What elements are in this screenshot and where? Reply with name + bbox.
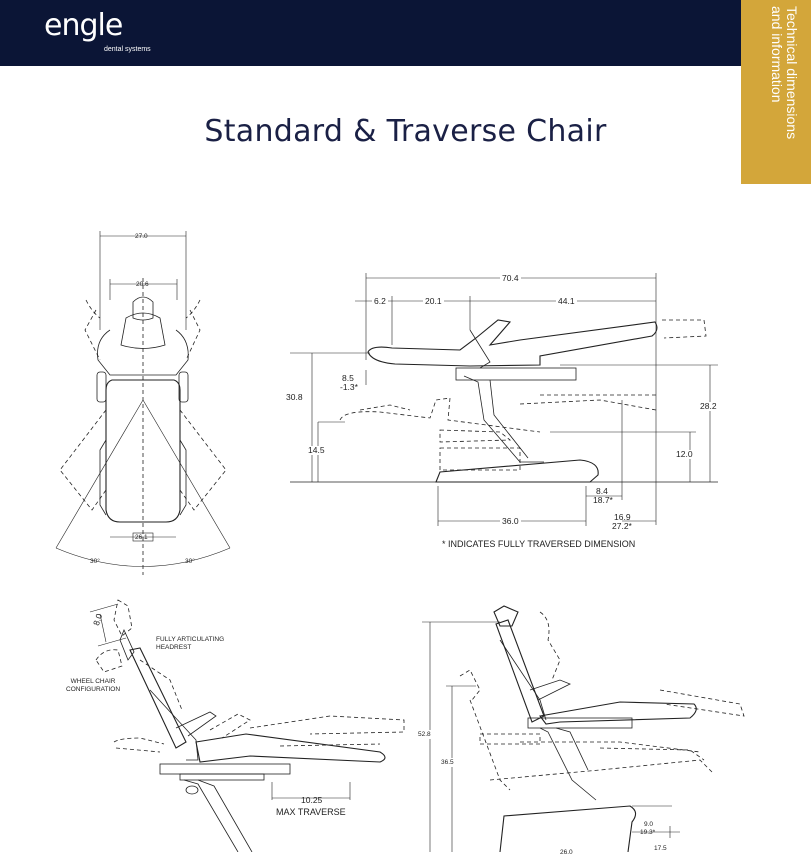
side-dim-14-5: 14.5 — [308, 445, 325, 455]
logo-subtext: dental systems — [104, 46, 151, 53]
height-dim-17-5: 17.5 — [654, 845, 667, 852]
side-dim-12-0: 12.0 — [676, 449, 693, 459]
height-dim-36-5: 36.5 — [441, 758, 454, 767]
side-dim-base-length: 36.0 — [500, 516, 521, 526]
side-dim-30-8: 30.8 — [286, 392, 303, 402]
top-view-angle-right: 30° — [185, 558, 195, 565]
top-view-dim-base: 26.1 — [135, 534, 148, 541]
traverse-dim: 10.25 — [301, 795, 323, 805]
height-dim-52-8: 52.8 — [418, 730, 431, 739]
engle-logo: engle dental systems — [44, 8, 174, 58]
side-dim-8-5: 8.5 — [342, 373, 354, 383]
side-dim-overall-length: 70.4 — [500, 273, 521, 283]
top-view-dim-width: 27.0 — [135, 233, 148, 240]
height-view-drawing — [422, 605, 745, 852]
side-dim-seat: 44.1 — [556, 296, 577, 306]
side-view-drawing — [290, 273, 718, 526]
side-dim-18-7-traversed: 18.7* — [593, 495, 613, 505]
top-view-drawing — [55, 231, 231, 575]
header-bar: engle dental systems — [0, 0, 811, 66]
traverse-footnote: * INDICATES FULLY TRAVERSED DIMENSION — [442, 539, 636, 549]
top-view-dim-back-width: 20.6 — [136, 281, 149, 288]
side-dim-back: 20.1 — [423, 296, 444, 306]
side-dim-8-5-traversed: -1.3* — [340, 382, 358, 392]
headrest-label: FULLY ARTICULATING HEADREST — [156, 636, 225, 651]
page-title: Standard & Traverse Chair — [204, 114, 607, 149]
side-dim-27-2-traversed: 27.2* — [612, 521, 632, 531]
logo-wordmark: engle — [44, 8, 123, 43]
max-traverse-label: MAX TRAVERSE — [276, 807, 346, 817]
top-view-angle-left: 30° — [90, 558, 100, 565]
side-dim-headrest: 6.2 — [372, 296, 388, 306]
section-tab: Technical dimensions and information — [741, 0, 811, 184]
traverse-view-drawing — [89, 599, 405, 852]
side-dim-8-4: 8.4 — [596, 486, 608, 496]
side-dim-28-2: 28.2 — [700, 401, 717, 411]
section-tab-label: Technical dimensions and information — [769, 6, 800, 140]
side-dim-16-9: 16.9 — [614, 512, 631, 522]
wheelchair-label: WHEEL CHAIR CONFIGURATION — [66, 678, 121, 693]
height-dim-9-0: 9.0 — [644, 821, 654, 828]
height-dim-26-0: 26.0 — [560, 849, 573, 856]
height-dim-19-3-traversed: 19.3* — [640, 829, 656, 836]
